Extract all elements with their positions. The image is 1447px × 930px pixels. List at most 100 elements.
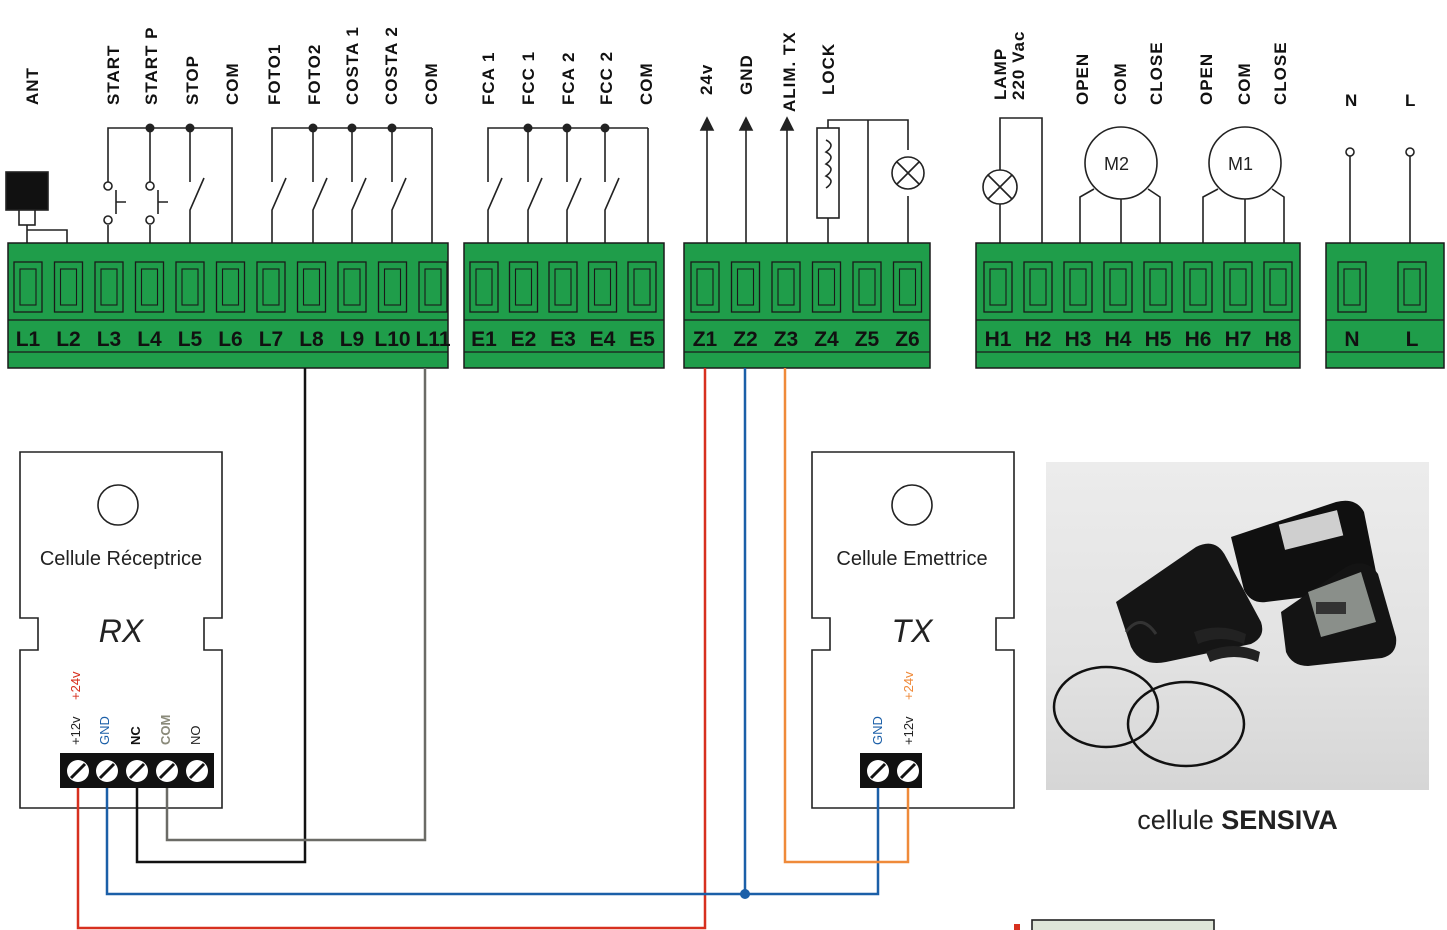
terminal-label-L7: L7 xyxy=(259,328,284,351)
tx-pin-gnd: GND xyxy=(870,716,885,745)
terminal-E3: E3 xyxy=(548,261,578,351)
label-lock: LOCK xyxy=(819,43,838,95)
terminal-L7: L7 xyxy=(256,261,286,351)
terminal-label-H5: H5 xyxy=(1145,328,1172,351)
caption-prefix: cellule xyxy=(1137,805,1222,835)
terminal-label-E1: E1 xyxy=(471,328,497,351)
rx-pin-no: NO xyxy=(188,726,203,746)
terminal-label-L6: L6 xyxy=(218,328,243,351)
terminal-L10: L10 xyxy=(374,261,411,351)
rx-screws xyxy=(67,760,208,782)
label-fca1: FCA 1 xyxy=(479,52,498,106)
terminal-label-Z3: Z3 xyxy=(774,328,799,351)
screw-icon xyxy=(126,760,148,782)
terminal-Z4: Z4 xyxy=(811,261,842,351)
label-lamp-line1: LAMP xyxy=(991,48,1010,100)
terminal-Z3: Z3 xyxy=(771,261,801,351)
terminal-H8: H8 xyxy=(1263,261,1293,351)
photo-caption: cellule SENSIVA xyxy=(1046,805,1429,836)
terminal-H4: H4 xyxy=(1103,261,1133,351)
terminal-Z5: Z5 xyxy=(852,261,882,351)
screw-icon xyxy=(867,760,889,782)
wire-red-24v xyxy=(76,368,707,930)
terminal-Z2: Z2 xyxy=(730,261,761,351)
terminal-label-N: N xyxy=(1344,328,1359,351)
terminal-label-L8: L8 xyxy=(299,328,324,351)
rx-pin-12v: +12v xyxy=(68,716,83,745)
screw-icon xyxy=(897,760,919,782)
terminal-L8: L8 xyxy=(296,261,327,351)
terminal-E5: E5 xyxy=(627,261,657,351)
label-costa1: COSTA 1 xyxy=(343,26,362,105)
tx-pin-24v: +24v xyxy=(901,671,916,700)
terminal-H5: H5 xyxy=(1143,261,1173,351)
rx-lens-icon xyxy=(97,484,139,526)
terminal-L2: L2 xyxy=(53,261,84,351)
label-open-m1: OPEN xyxy=(1197,53,1216,105)
motor-m2-label: M2 xyxy=(1104,154,1129,174)
terminal-H6: H6 xyxy=(1183,261,1213,351)
label-fca2: FCA 2 xyxy=(559,52,578,106)
terminal-N: N xyxy=(1337,261,1367,351)
terminal-L9: L9 xyxy=(337,261,367,351)
terminal-Z1: Z1 xyxy=(690,261,720,351)
motor-m1-label: M1 xyxy=(1228,154,1253,174)
terminal-Z6: Z6 xyxy=(892,261,923,351)
terminal-label-E4: E4 xyxy=(590,328,616,351)
terminal-E2: E2 xyxy=(508,261,539,351)
rx-pin-24v: +24v xyxy=(68,671,83,700)
screw-icon xyxy=(67,760,89,782)
terminal-label-E5: E5 xyxy=(629,328,655,351)
terminal-L1: L1 xyxy=(13,261,43,351)
terminal-H2: H2 xyxy=(1023,261,1053,351)
label-com-m1: COM xyxy=(1235,62,1254,105)
label-com-l6: COM xyxy=(223,62,242,105)
label-l: L xyxy=(1405,91,1416,110)
label-foto1: FOTO1 xyxy=(265,44,284,105)
terminal-label-L3: L3 xyxy=(97,328,122,351)
junction-dots xyxy=(145,123,610,133)
screw-icon xyxy=(186,760,208,782)
label-com-m2: COM xyxy=(1111,62,1130,105)
cell-wires xyxy=(76,368,910,930)
rx-title: Cellule Réceptrice xyxy=(40,548,202,570)
terminal-E4: E4 xyxy=(587,261,618,351)
wire-black-nc xyxy=(135,368,307,864)
tx-screws xyxy=(867,760,919,782)
terminal-E1: E1 xyxy=(469,261,499,351)
label-lamp-line2: 220 Vac xyxy=(1009,31,1028,100)
label-24v: 24v xyxy=(697,64,716,95)
label-gnd: GND xyxy=(737,54,756,95)
terminal-label-L4: L4 xyxy=(137,328,162,351)
terminal-H3: H3 xyxy=(1063,261,1093,351)
terminal-label-H8: H8 xyxy=(1265,328,1292,351)
terminal-label-L1: L1 xyxy=(16,328,41,351)
label-fcc2: FCC 2 xyxy=(597,51,616,105)
terminal-label-Z2: Z2 xyxy=(733,328,758,351)
terminal-label-L10: L10 xyxy=(374,328,410,351)
terminal-function-labels: ANT START START P STOP COM FOTO1 FOTO2 C… xyxy=(23,26,1416,112)
label-foto2: FOTO2 xyxy=(305,44,324,105)
tx-pin-12v: +12v xyxy=(901,716,916,745)
label-fcc1: FCC 1 xyxy=(519,51,538,105)
label-alim-tx: ALIM. TX xyxy=(780,31,799,112)
terminal-label-L2: L2 xyxy=(56,328,81,351)
label-open-m2: OPEN xyxy=(1073,53,1092,105)
label-com-e5: COM xyxy=(637,62,656,105)
terminal-label-L5: L5 xyxy=(178,328,203,351)
label-close-m1: CLOSE xyxy=(1271,41,1290,105)
terminal-L3: L3 xyxy=(94,261,124,351)
terminal-L11: L11 xyxy=(415,261,451,351)
label-close-m2: CLOSE xyxy=(1147,41,1166,105)
antenna-icon xyxy=(5,171,49,211)
tx-cell: Cellule Emettrice TX GND +12v +24v xyxy=(811,451,1015,809)
terminal-L6: L6 xyxy=(215,261,246,351)
caption-brand: SENSIVA xyxy=(1221,805,1338,835)
terminal-label-H1: H1 xyxy=(985,328,1012,351)
terminal-label-H3: H3 xyxy=(1065,328,1092,351)
